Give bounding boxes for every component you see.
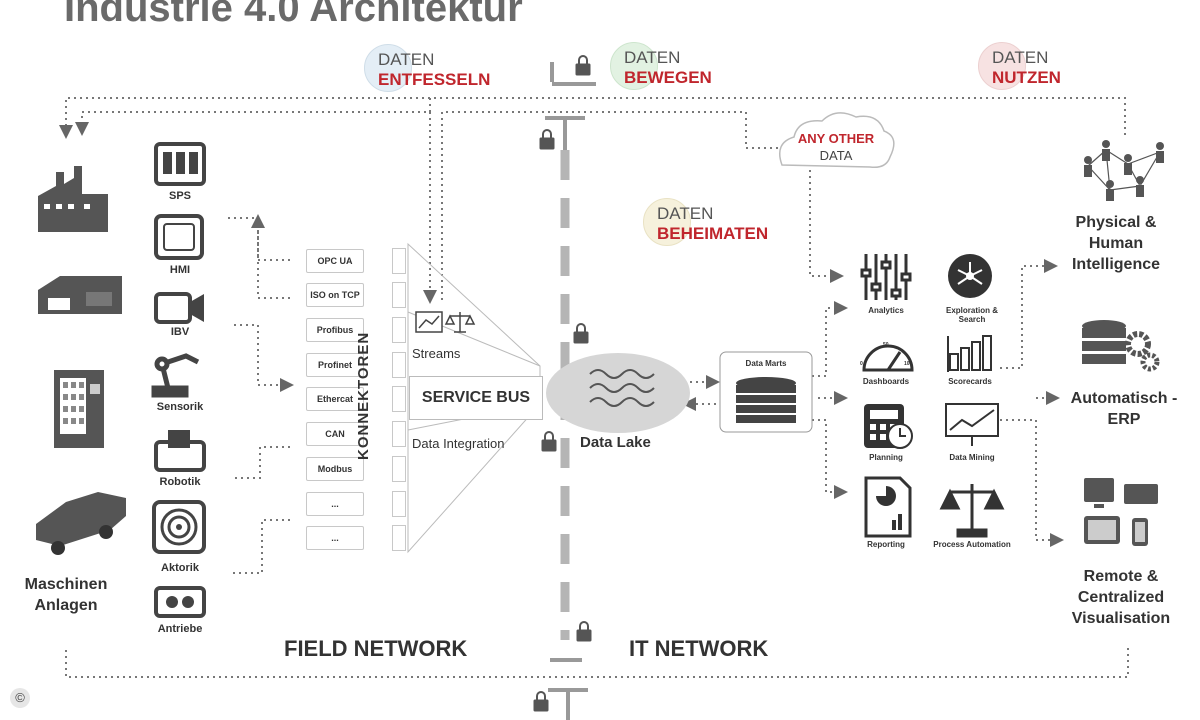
data-integration-label: Data Integration	[412, 436, 505, 451]
streams-label: Streams	[412, 346, 461, 361]
hmi-icon	[154, 214, 204, 260]
analytics-label: Analytics	[868, 306, 904, 315]
data-marts-label: Data Marts	[745, 359, 787, 368]
scorecards-label: Scorecards	[948, 377, 992, 386]
badge-daten-entfesseln: DATEN ENTFESSELN	[364, 44, 490, 92]
aktorik-label: Aktorik	[161, 562, 199, 574]
protocol-more-2: ...	[306, 526, 364, 550]
protocol-ethercat: Ethercat	[306, 387, 364, 411]
ibv-label: IBV	[170, 326, 190, 338]
remote-visualisation-label: Remote & Centralized Visualisation	[1071, 568, 1171, 627]
connector-slot	[392, 525, 406, 551]
connector-slot	[392, 386, 406, 412]
badge-daten-bewegen: DATEN BEWEGEN	[610, 42, 712, 90]
reporting-label: Reporting	[867, 540, 905, 549]
protocol-profinet: Profinet	[306, 353, 364, 377]
planning-icon	[864, 404, 913, 449]
gauge-tick-high: 100	[904, 361, 913, 367]
sps-icon	[154, 142, 206, 186]
connector-slot	[392, 491, 406, 517]
lock-icon	[533, 55, 592, 712]
data-mining-icon	[945, 403, 999, 446]
data-mining-label: Data Mining	[949, 453, 995, 462]
dashboard-gauge-icon	[862, 344, 914, 372]
reporting-icon	[864, 476, 912, 538]
badge-daten-nutzen: DATEN NUTZEN	[978, 42, 1061, 90]
protocol-profibus: Profibus	[306, 318, 364, 342]
gauge-tick-low: 0	[860, 361, 863, 367]
building-icon	[38, 276, 122, 314]
exploration-icon	[948, 254, 992, 298]
devices-icon	[1084, 478, 1158, 546]
stream-scale-icon	[444, 312, 476, 333]
sensorik-label: Sensorik	[156, 401, 204, 413]
copyright-icon: ©	[10, 688, 30, 708]
planning-label: Planning	[869, 453, 903, 462]
pickup-truck-icon	[36, 492, 126, 555]
maschinen-anlagen-label: Maschinen Anlagen	[24, 576, 108, 614]
process-automation-icon	[939, 484, 1005, 538]
any-other-data-label: ANY OTHER DATA	[797, 131, 875, 163]
camera-icon	[154, 292, 204, 324]
connector-slot	[392, 282, 406, 308]
it-network-label: IT NETWORK	[629, 636, 769, 661]
automatisch-erp-label: Automatisch - ERP	[1070, 390, 1178, 428]
antriebe-icon	[154, 586, 206, 618]
connector-slot	[392, 248, 406, 274]
antriebe-label: Antriebe	[157, 623, 203, 635]
data-marts-box	[719, 351, 813, 433]
field-network-label: FIELD NETWORK	[284, 636, 468, 661]
protocol-modbus: Modbus	[306, 457, 364, 481]
database-gears-icon	[1082, 320, 1160, 372]
service-bus-box: SERVICE BUS	[409, 376, 543, 420]
aktorik-icon	[152, 500, 206, 554]
process-automation-label: Process Automation	[933, 540, 1011, 549]
physical-human-intelligence-label: Physical & Human Intelligence	[1071, 214, 1161, 273]
data-lake-label: Data Lake	[580, 434, 651, 451]
robot-arm-icon	[151, 353, 200, 398]
people-network-icon	[1084, 140, 1164, 201]
robotik-icon	[154, 430, 206, 472]
vending-machine-icon	[54, 370, 104, 448]
exploration-label: Exploration & Search	[945, 306, 998, 324]
robotik-label: Robotik	[159, 476, 201, 488]
page-title: Industrie 4.0 Architektur	[64, 0, 523, 30]
data-lake-shape	[546, 353, 690, 433]
factory-icon	[38, 166, 108, 232]
connector-slot	[392, 421, 406, 447]
scorecards-icon	[947, 335, 992, 372]
hmi-label: HMI	[169, 264, 191, 276]
gauge-tick-mid: 50	[883, 342, 889, 348]
connector-slot	[392, 317, 406, 343]
konnektoren-label: KONNEKTOREN	[355, 331, 372, 460]
stream-chart-icon	[415, 311, 443, 333]
dashboards-label: Dashboards	[862, 377, 910, 386]
badge-daten-beheimaten: DATEN BEHEIMATEN	[643, 198, 768, 246]
connector-slot	[392, 456, 406, 482]
sps-label: SPS	[168, 190, 191, 202]
analytics-icon	[860, 254, 912, 300]
protocol-can: CAN	[306, 422, 364, 446]
connector-slot	[392, 352, 406, 378]
cloud-shape	[779, 112, 895, 169]
flow-lines	[59, 97, 1129, 678]
protocol-more-1: ...	[306, 492, 364, 516]
protocol-opc-ua: OPC UA	[306, 249, 364, 273]
protocol-iso-on-tcp: ISO on TCP	[306, 283, 364, 307]
